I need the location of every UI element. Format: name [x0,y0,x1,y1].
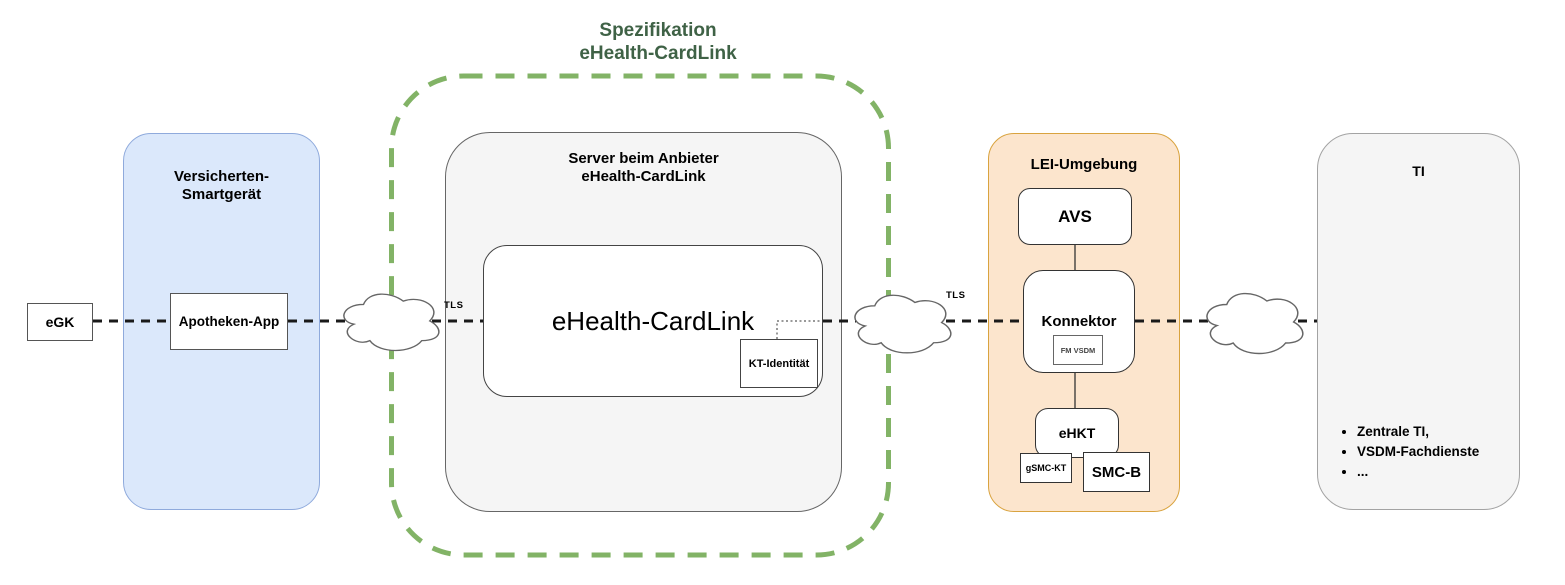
ehkt-label: eHKT [1058,425,1096,441]
node-apotheken-app: Apotheken-App [170,293,288,350]
cloud-icon-middle [854,294,952,354]
node-ti: TI Zentrale TI, VSDM-Fachdienste ... [1317,133,1520,510]
node-egk: eGK [27,303,93,341]
ti-bullet-item: Zentrale TI, [1357,422,1479,442]
fm-vsdm-label: FM VSDM [1060,345,1096,355]
node-kt-identitaet: KT-Identität [740,339,818,388]
konnektor-label: Konnektor [1041,313,1117,330]
ti-bullet-item: VSDM-Fachdienste [1357,442,1479,462]
versicherten-title-line2: Smartgerät [181,186,262,203]
cloud-icon-right [1206,292,1304,355]
apotheken-app-label: Apotheken-App [178,314,280,329]
node-ehkt: eHKT [1035,408,1119,458]
lei-umgebung-title: LEI-Umgebung [1030,156,1138,173]
versicherten-title-line1: Versicherten- [173,168,270,185]
server-title-line1: Server beim Anbieter [568,150,719,167]
ti-bullet-list: Zentrale TI, VSDM-Fachdienste ... [1340,422,1479,482]
cloud-icon-left [343,293,440,352]
gsmc-kt-label: gSMC-KT [1025,463,1067,473]
smc-b-label: SMC-B [1091,463,1142,481]
node-smc-b: SMC-B [1083,452,1150,492]
node-avs: AVS [1018,188,1132,245]
node-gsmc-kt: gSMC-KT [1020,453,1072,483]
diagram-title-line1: Spezifikation [599,20,717,41]
avs-label: AVS [1058,206,1092,226]
versicherten-smartgeraet-title: Versicherten- Smartgerät [124,168,319,204]
egk-label: eGK [45,314,75,330]
kt-identitaet-label: KT-Identität [748,357,810,370]
ti-bullet-item: ... [1357,462,1479,482]
node-fm-vsdm: FM VSDM [1053,335,1103,365]
server-title-line2: eHealth-CardLink [581,168,706,185]
ehealth-cardlink-label: eHealth-CardLink [551,305,755,336]
server-title: Server beim Anbieter eHealth-CardLink [446,150,841,186]
tls-label-right: TLS [946,290,966,301]
diagram-title-line2: eHealth-CardLink [579,43,737,64]
diagram-title: Spezifikation eHealth-CardLink [488,19,828,65]
ti-title: TI [1412,163,1425,179]
tls-label-left: TLS [444,300,464,311]
